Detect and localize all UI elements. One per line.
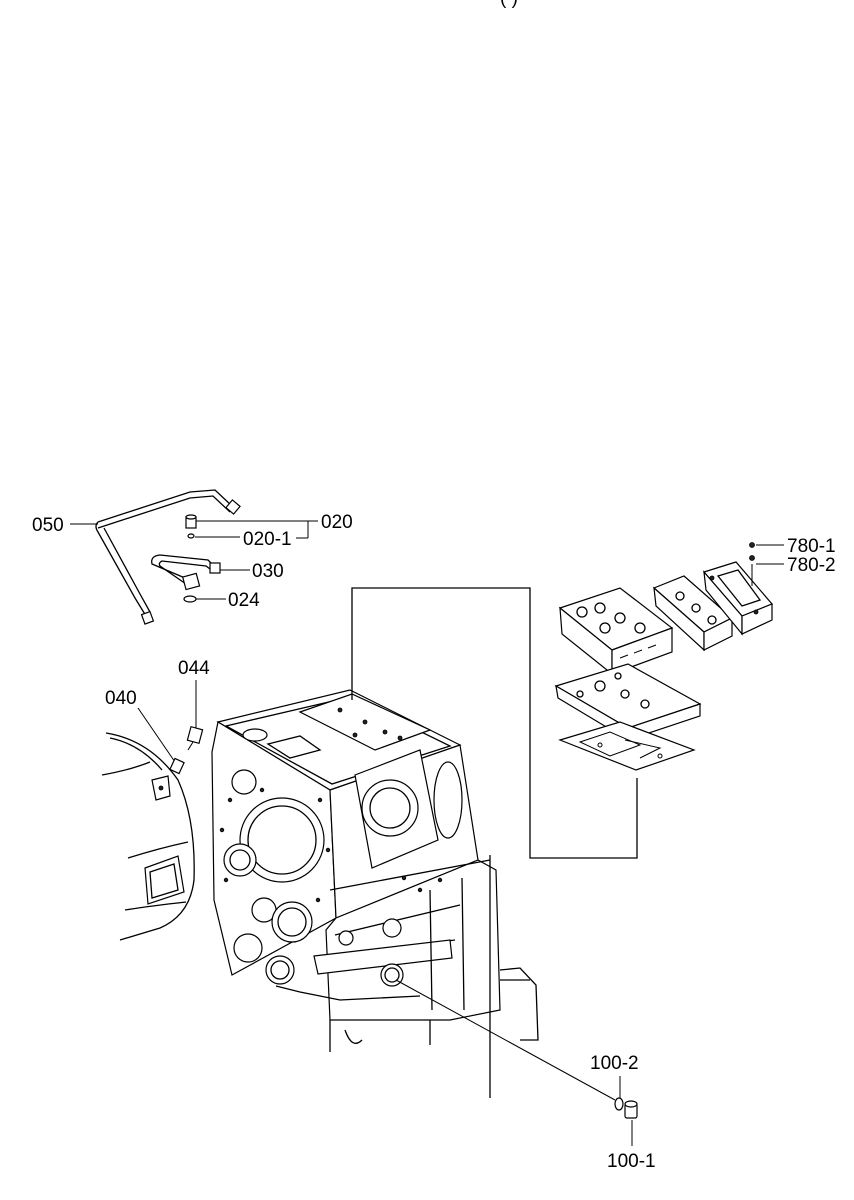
callout-020: 020 [321,512,353,533]
callout-044: 044 [178,658,210,679]
pipe-030 [151,554,221,591]
callout-020-1: 020-1 [243,529,292,550]
seal-024 [183,595,197,603]
callout-100-1: 100-1 [607,1151,656,1172]
transmission-housing [211,689,539,1052]
callout-780-1: 780-1 [787,536,836,557]
bolt-780-2 [749,555,755,561]
part-044 [186,725,204,751]
leader-plug [395,979,616,1101]
header-title-fragment: ( ) [500,0,518,9]
callout-050: 050 [32,515,64,536]
callout-024: 024 [228,590,260,611]
valve-body-upper [558,587,674,676]
gasket [558,721,696,771]
plug-100-1 [624,1100,638,1119]
callout-100-2: 100-2 [590,1053,639,1074]
callout-040: 040 [105,688,137,709]
pipe-050 [95,489,241,625]
callout-780-2: 780-2 [787,555,836,576]
valve-cover [702,561,774,636]
leader-040 [137,707,176,763]
seal-100-2 [614,1097,624,1111]
callout-030: 030 [252,561,284,582]
bolt-780-1 [749,542,755,548]
part-040 [169,757,185,775]
bell-housing-partial [101,732,195,941]
fitting-020 [185,514,197,539]
leader-valve-group [351,587,638,859]
